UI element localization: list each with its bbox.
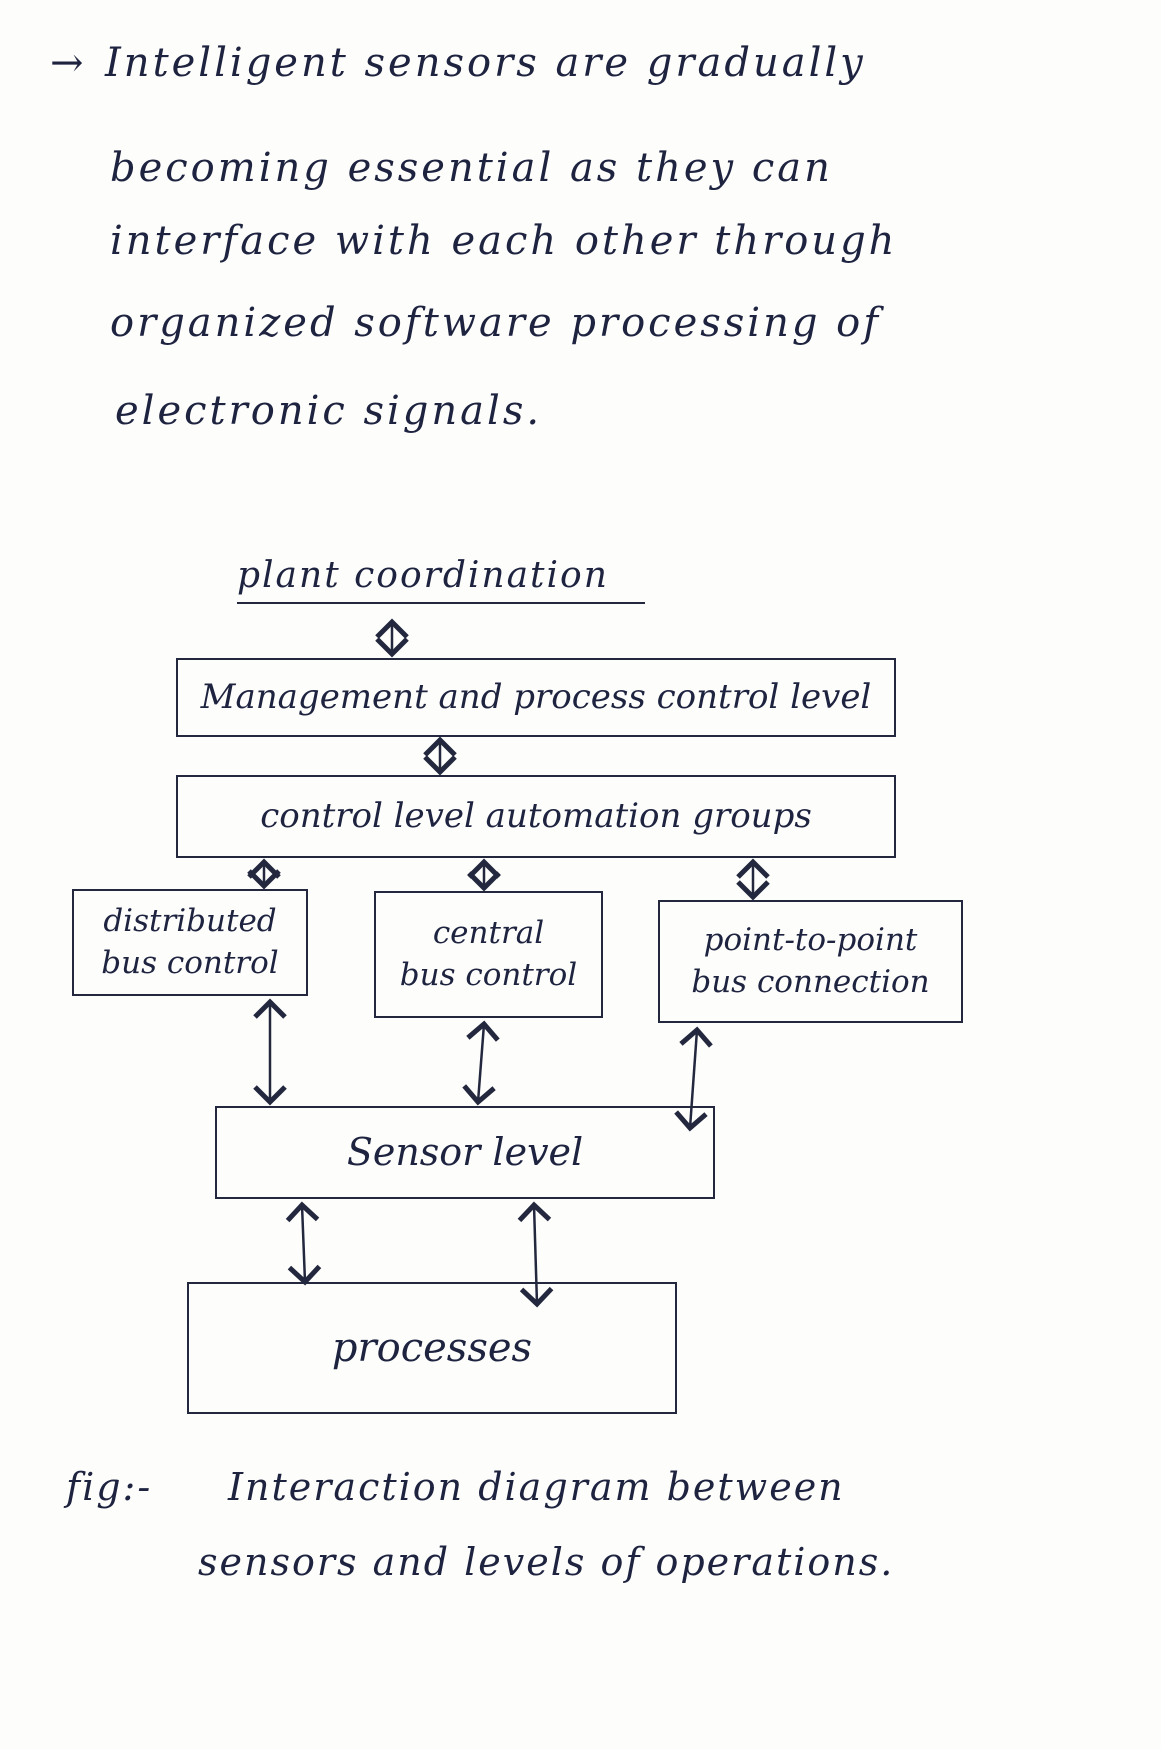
paragraph-line-4: organized software processing of bbox=[110, 300, 882, 346]
sensor-label: Sensor level bbox=[346, 1129, 584, 1174]
control-label: control level automation groups bbox=[260, 795, 812, 836]
control-box: control level automation groups bbox=[176, 775, 896, 858]
arrow-central-sensor bbox=[462, 1020, 500, 1106]
point-to-point-box: point-to-point bus connection bbox=[658, 900, 963, 1023]
point-line-1: point-to-point bbox=[703, 921, 918, 958]
central-bus-box: central bus control bbox=[374, 891, 603, 1018]
paragraph-line-5: electronic signals. bbox=[115, 388, 543, 434]
caption-prefix: fig:- bbox=[66, 1465, 153, 1509]
caption-line-2: sensors and levels of operations. bbox=[198, 1540, 895, 1584]
distributed-line-1: distributed bbox=[103, 902, 277, 939]
distributed-bus-box: distributed bus control bbox=[72, 889, 308, 996]
arrow-sensor-processes-left bbox=[285, 1201, 322, 1286]
processes-box: processes bbox=[187, 1282, 677, 1414]
distributed-line-2: bus control bbox=[101, 944, 279, 981]
caption-line-1: Interaction diagram between bbox=[228, 1465, 845, 1509]
arrow-point-sensor bbox=[674, 1026, 713, 1132]
processes-label: processes bbox=[331, 1325, 533, 1371]
paragraph-line-1: Intelligent sensors are gradually bbox=[105, 40, 866, 86]
point-line-2: bus connection bbox=[691, 963, 930, 1000]
paragraph-line-3: interface with each other through bbox=[110, 218, 898, 264]
central-line-1: central bbox=[432, 914, 545, 951]
management-box: Management and process control level bbox=[176, 658, 896, 737]
sensor-level-box: Sensor level bbox=[215, 1106, 715, 1199]
arrow-sensor-processes-right bbox=[517, 1201, 554, 1308]
plant-coordination-label: plant coordination bbox=[237, 555, 645, 604]
paragraph-line-2: becoming essential as they can bbox=[110, 145, 833, 191]
bullet-arrow: → bbox=[50, 40, 87, 86]
management-label: Management and process control level bbox=[200, 676, 872, 717]
central-line-2: bus control bbox=[399, 956, 578, 993]
